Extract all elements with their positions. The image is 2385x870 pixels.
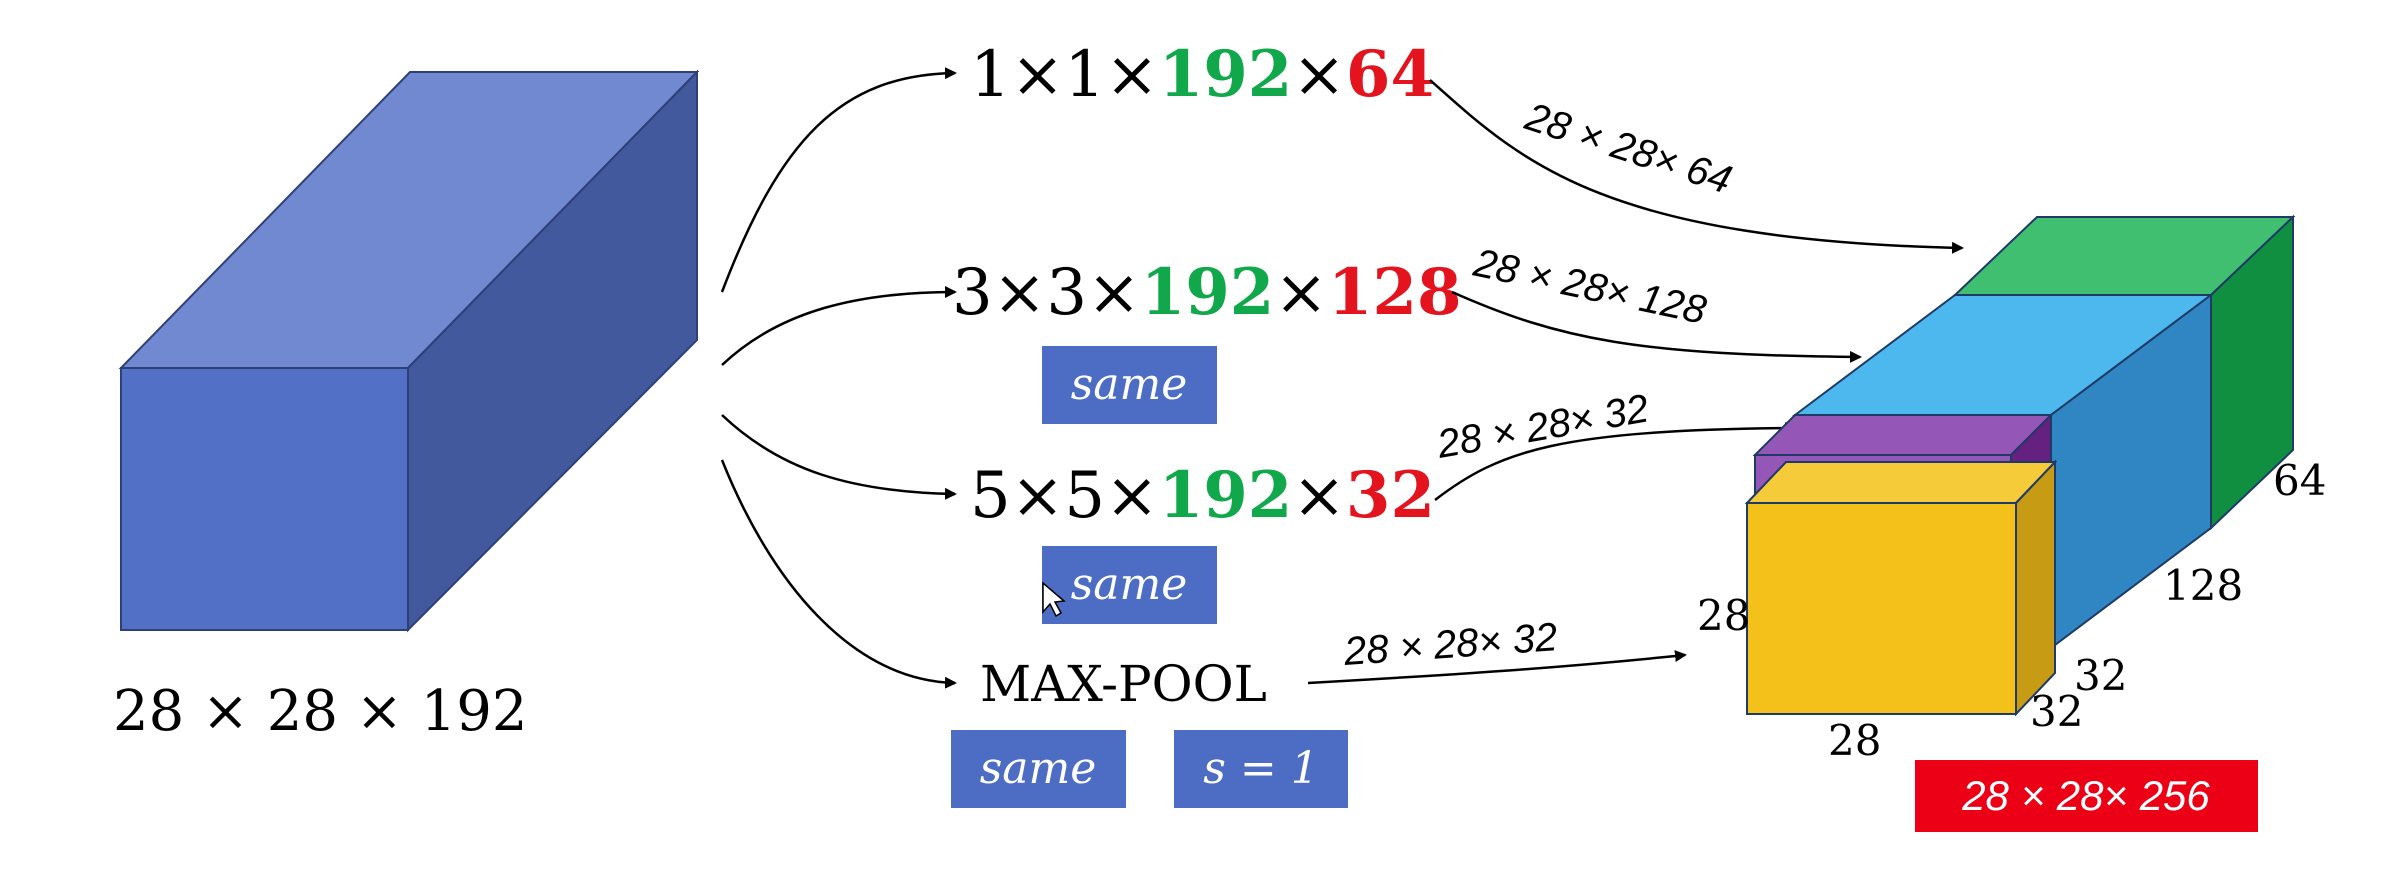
conv5x5-output-dims-label: 28 × 28× 32	[1433, 386, 1652, 467]
conv1x1-kernel-text: 1×1×	[970, 38, 1159, 112]
conv3x3-kernel-text: 3×3×	[952, 256, 1141, 330]
conv5x5-in-channels-text: 192	[1159, 458, 1293, 533]
conv5x5-filter-label: 5×5×192×32	[970, 458, 1435, 533]
conv5x5-padding-tag: same	[1042, 546, 1217, 624]
conv3x3-padding-tag: same	[1042, 346, 1217, 424]
conv3x3-padding-tag-bg	[1042, 346, 1217, 424]
conv1x1-times-text: ×	[1292, 38, 1346, 112]
conv5x5-padding-tag-text: same	[1071, 559, 1188, 610]
output-block-maxpool-top	[1744, 461, 2058, 504]
output-total-tag-text: 28 × 28× 256	[1961, 772, 2210, 819]
conv5x5-padding-tag-bg	[1042, 546, 1217, 624]
conv3x3-padding-tag-text: same	[1071, 359, 1188, 410]
input-volume-dims-label: 28 × 28 × 192	[113, 679, 527, 744]
conv1x1-out-channels-text: 64	[1346, 37, 1435, 112]
arrow-maxpool-to-output	[1307, 650, 1687, 685]
input-volume-front-face	[120, 367, 409, 631]
output-depth-pool-label: 32	[2030, 687, 2083, 736]
maxpool-padding-tag-text: same	[980, 743, 1097, 794]
output-total-tag: 28 × 28× 256	[1915, 760, 2258, 832]
output-height-label: 28	[1697, 591, 1750, 640]
output-depth-conv5-label: 32	[2074, 651, 2127, 700]
input-volume	[118, 69, 700, 633]
output-block-maxpool-front	[1746, 502, 2017, 715]
arrow-to-conv5	[721, 414, 957, 500]
output-block-maxpool-side	[2015, 459, 2056, 717]
conv3x3-times-text: ×	[1274, 256, 1328, 330]
arrow-to-conv1	[720, 67, 957, 293]
maxpool-padding-tag-bg	[951, 730, 1126, 808]
conv5x5-kernel-text: 5×5×	[970, 459, 1159, 533]
input-to-branch-arrows	[720, 67, 957, 689]
arrow-conv5-to-output	[1434, 422, 1797, 501]
arrow-conv1-to-output	[1429, 79, 1964, 254]
conv1x1-filter-label: 1×1×192×64	[970, 37, 1435, 112]
conv5x5-out-channels-text: 32	[1346, 458, 1435, 533]
output-block-conv5x5-top	[1752, 414, 2054, 456]
conv3x3-output-dims-label: 28 × 28× 128	[1469, 241, 1710, 333]
conv1x1-output-dims-label: 28 × 28× 64	[1519, 94, 1737, 202]
mouse-cursor-icon	[1042, 581, 1066, 618]
output-width-label: 28	[1828, 716, 1881, 765]
maxpool-label: MAX-POOL	[980, 655, 1267, 713]
maxpool-stride-tag: s = 1	[1174, 730, 1348, 808]
arrow-to-maxpool	[720, 459, 957, 689]
output-volume	[1744, 214, 2296, 717]
output-depth-conv1-label: 64	[2273, 456, 2326, 505]
output-total-tag-bg	[1915, 760, 2258, 832]
maxpool-output-dims-label: 28 × 28× 32	[1342, 615, 1559, 674]
conv5x5-times-text: ×	[1292, 459, 1346, 533]
arrow-to-conv3	[721, 286, 957, 366]
conv3x3-out-channels-text: 128	[1328, 255, 1462, 330]
conv3x3-filter-label: 3×3×192×128	[952, 255, 1462, 330]
maxpool-padding-tag: same	[951, 730, 1126, 808]
conv3x3-in-channels-text: 192	[1141, 255, 1275, 330]
output-block-maxpool	[1744, 459, 2058, 717]
maxpool-stride-tag-text: s = 1	[1203, 743, 1318, 794]
arrow-conv3-to-output	[1451, 290, 1862, 363]
conv1x1-in-channels-text: 192	[1159, 37, 1293, 112]
output-depth-conv3-label: 128	[2163, 561, 2243, 610]
maxpool-stride-tag-bg	[1174, 730, 1348, 808]
